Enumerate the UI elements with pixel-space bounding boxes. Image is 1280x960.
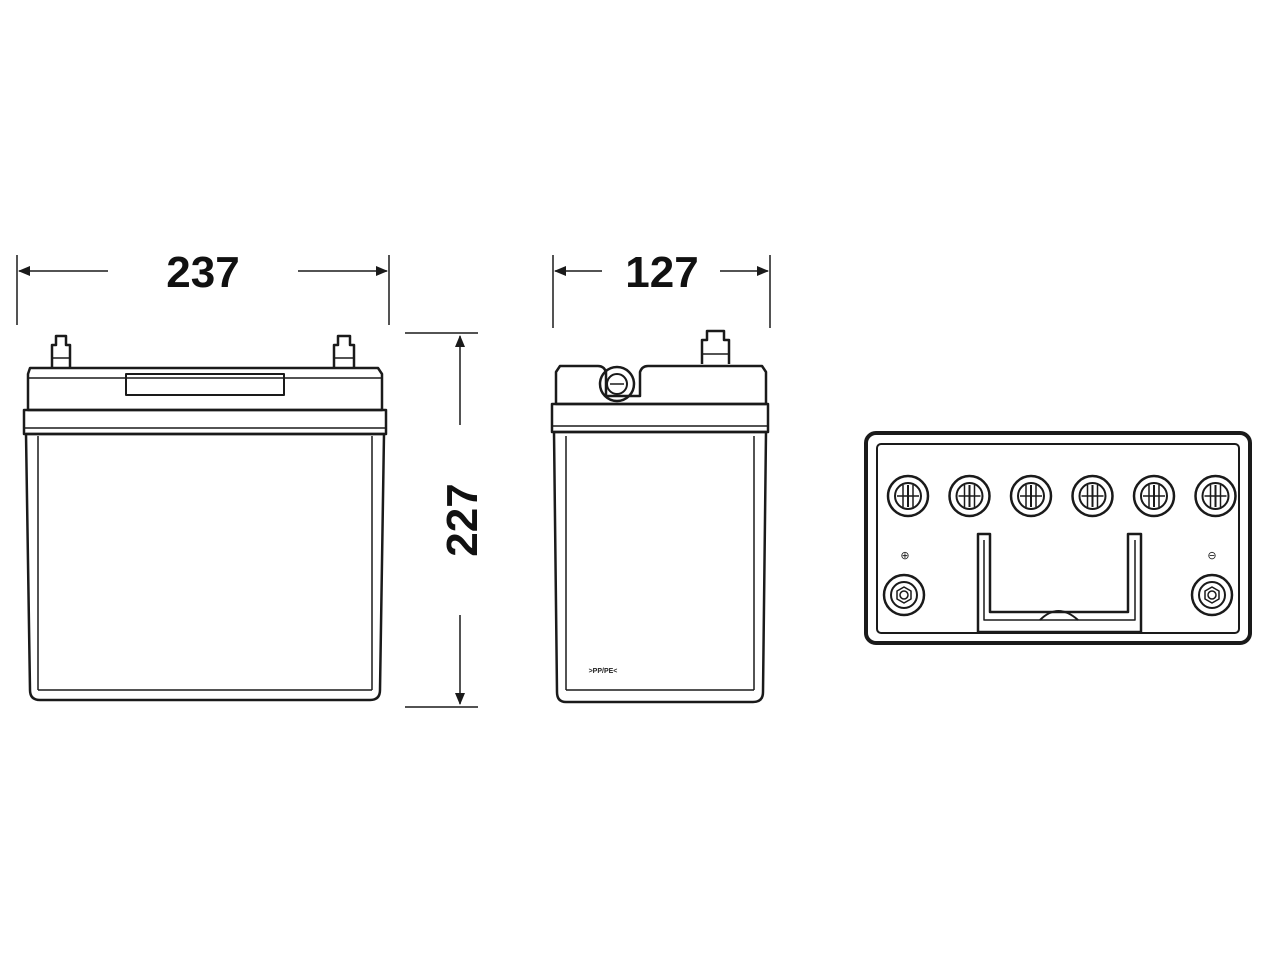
front-terminal-left <box>50 334 72 368</box>
vent-plug-icon <box>598 365 636 403</box>
length-label: 237 <box>166 248 239 297</box>
front-lid-panel <box>125 373 285 396</box>
cell-caps <box>886 474 1237 518</box>
front-body <box>24 432 386 702</box>
top-handle <box>976 532 1143 634</box>
side-lid <box>554 364 768 406</box>
side-terminal <box>700 329 731 364</box>
front-view <box>22 334 388 702</box>
positive-polarity-icon: ⊕ <box>900 549 909 562</box>
cell-cap-icon <box>1071 474 1114 518</box>
cell-cap-icon <box>1132 474 1176 518</box>
width-dimension <box>552 255 771 328</box>
width-label: 127 <box>625 248 698 297</box>
height-dimension <box>405 332 478 708</box>
top-inner-frame <box>876 443 1240 634</box>
material-label: >PP/PE< <box>589 668 618 675</box>
side-view <box>550 329 770 704</box>
cell-cap-icon <box>1009 474 1053 518</box>
side-lid-rim <box>550 402 770 434</box>
front-terminal-right <box>332 334 356 368</box>
top-terminal-negative <box>1190 573 1234 617</box>
top-outer-frame <box>864 431 1252 645</box>
height-label: 227 <box>438 483 487 556</box>
cell-cap-icon <box>948 474 991 518</box>
top-terminal-positive <box>882 573 926 617</box>
front-lid-rim <box>22 408 388 436</box>
length-dimension <box>16 255 390 325</box>
cell-cap-icon <box>1194 474 1237 518</box>
negative-polarity-icon: ⊖ <box>1207 549 1216 562</box>
cell-cap-icon <box>886 474 930 518</box>
top-view <box>864 431 1252 645</box>
side-body <box>552 430 768 704</box>
